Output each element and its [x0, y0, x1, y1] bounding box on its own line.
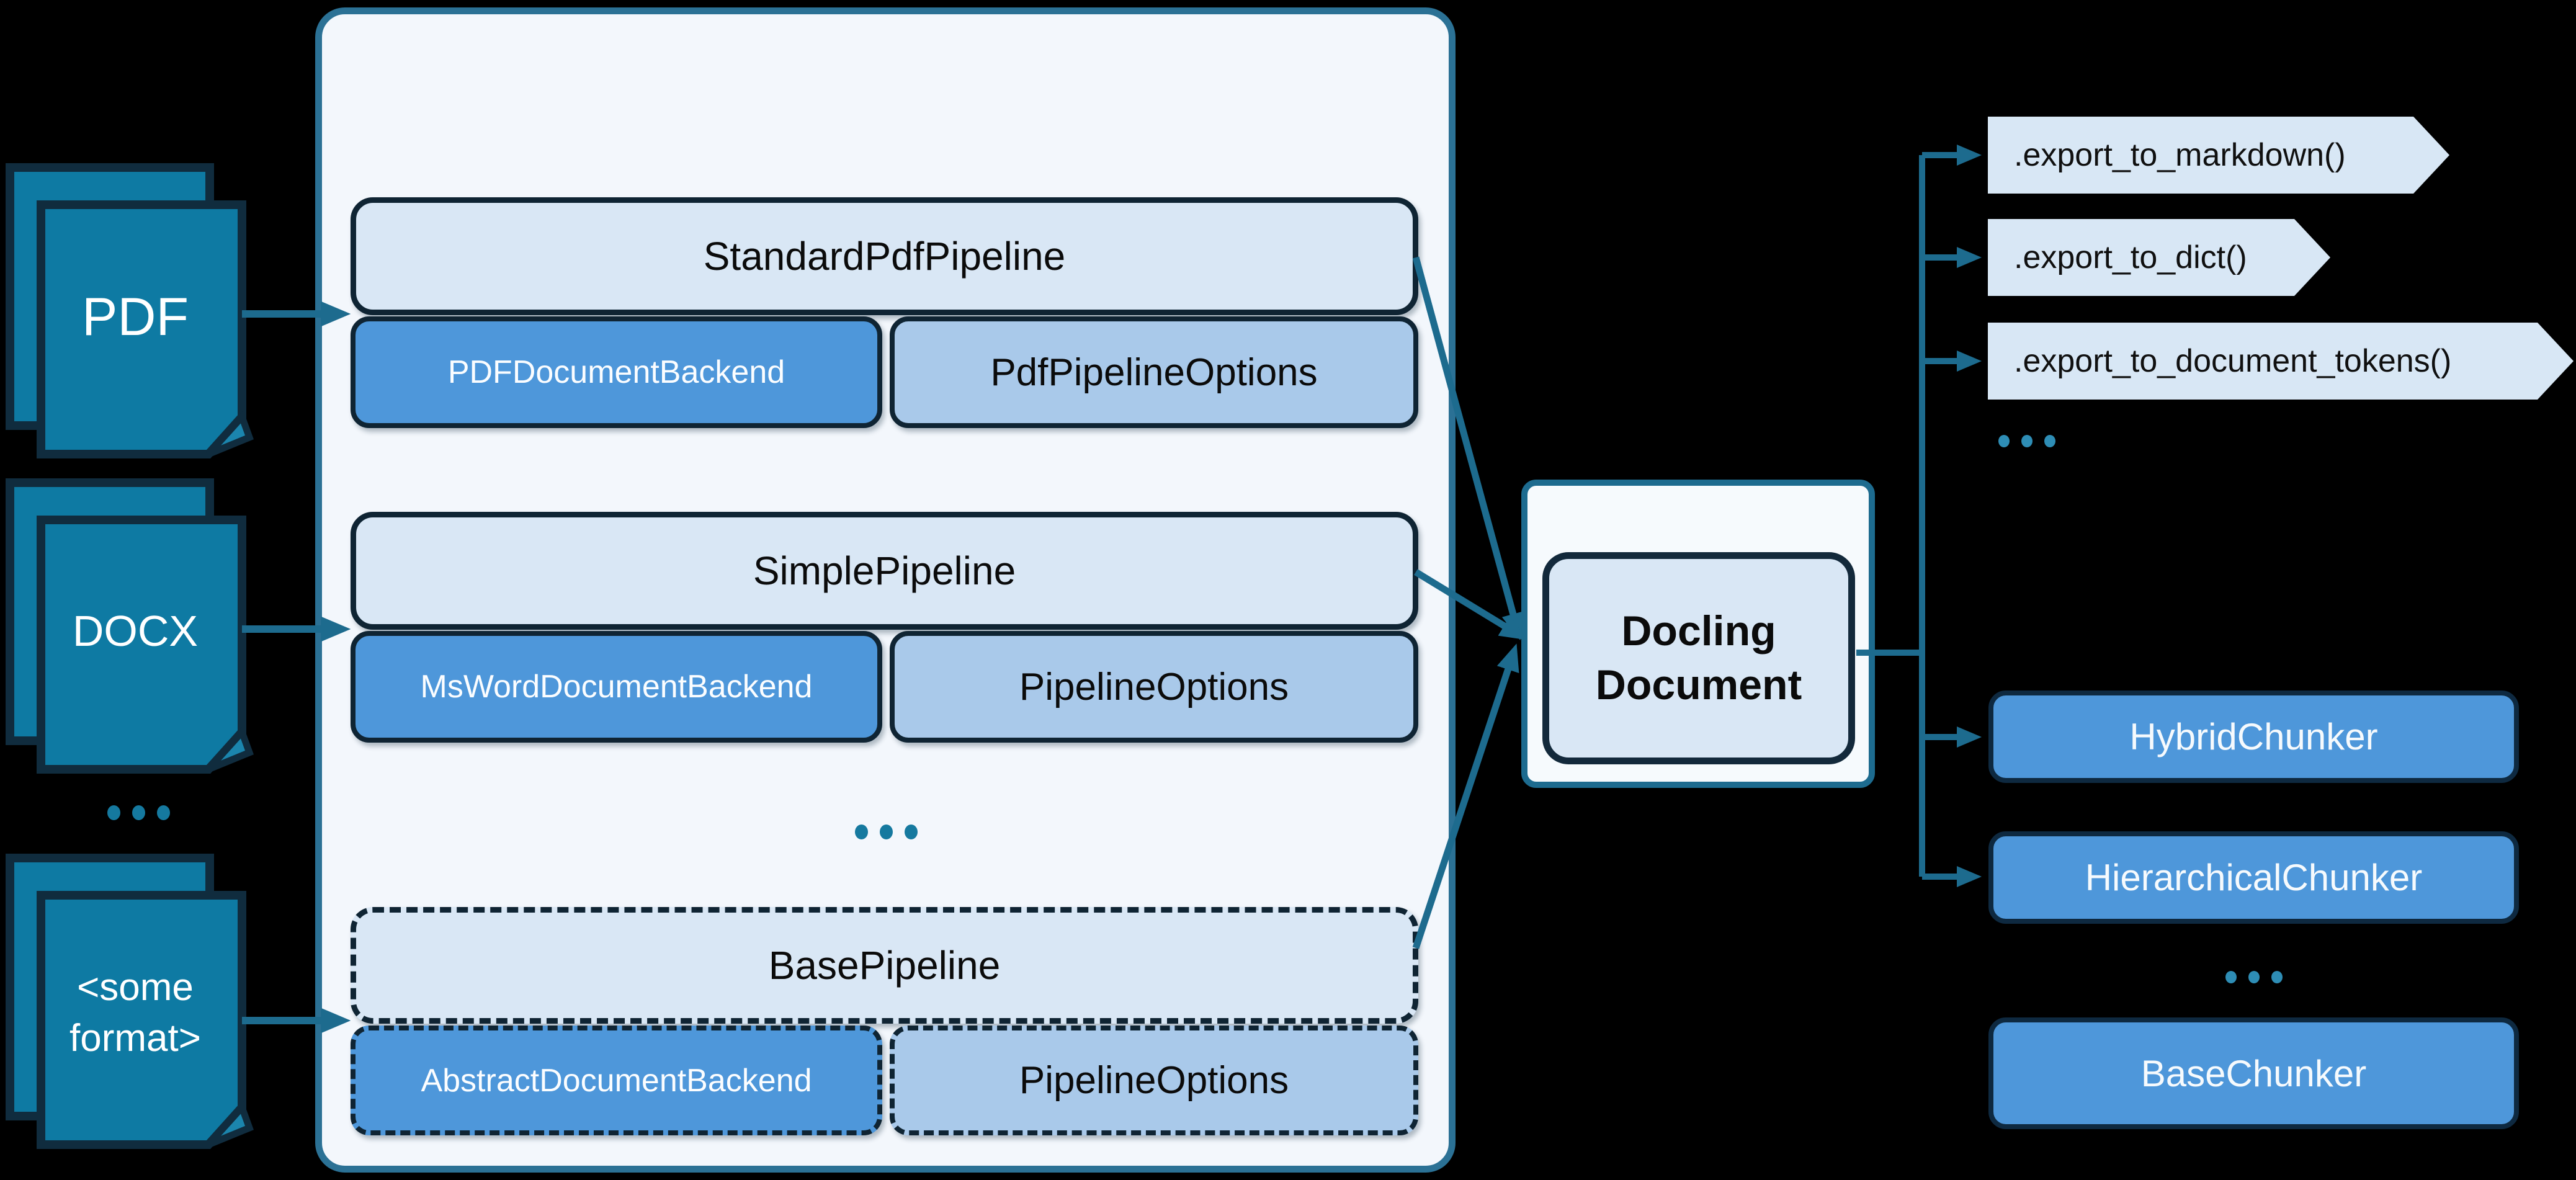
hierarchical-chunker-box: HierarchicalChunker: [1988, 831, 2519, 924]
exports-ellipsis-dots: [1993, 433, 2061, 449]
options-pdfpipeline: PdfPipelineOptions: [890, 316, 1418, 428]
pdf-documents-icon: [6, 163, 254, 458]
base-chunker-box: BaseChunker: [1988, 1017, 2519, 1129]
pipelines-ellipsis-dots: [846, 823, 926, 841]
some-format-label: <some format>: [69, 965, 201, 1060]
docx-label: DOCX: [72, 606, 199, 655]
options-pipeline-base: PipelineOptions: [890, 1026, 1418, 1135]
pipeline-simple: SimplePipeline: [351, 512, 1418, 630]
options-pipeline: PipelineOptions: [890, 631, 1418, 743]
docling-document-box: Docling Document: [1542, 552, 1855, 764]
export-to-markdown-tag: .export_to_markdown(): [1988, 117, 2449, 194]
some-format-documents-icon: [6, 854, 254, 1149]
export-to-dict-tag: .export_to_dict(): [1988, 219, 2330, 296]
pdf-label: PDF: [82, 287, 189, 347]
backend-msword: MsWordDocumentBackend: [351, 631, 882, 743]
pipeline-standardpdf: StandardPdfPipeline: [351, 197, 1418, 315]
pipeline-base: BasePipeline: [351, 907, 1418, 1024]
chunkers-ellipsis-dots: [2220, 969, 2288, 985]
hybrid-chunker-box: HybridChunker: [1988, 691, 2519, 783]
backend-abstractdocument: AbstractDocumentBackend: [351, 1026, 882, 1135]
backend-pdfdocument: PDFDocumentBackend: [351, 316, 882, 428]
export-to-document-tokens-tag: .export_to_document_tokens(): [1988, 323, 2574, 400]
inputs-ellipsis-dots: [98, 803, 179, 822]
docx-documents-icon: [6, 478, 254, 774]
